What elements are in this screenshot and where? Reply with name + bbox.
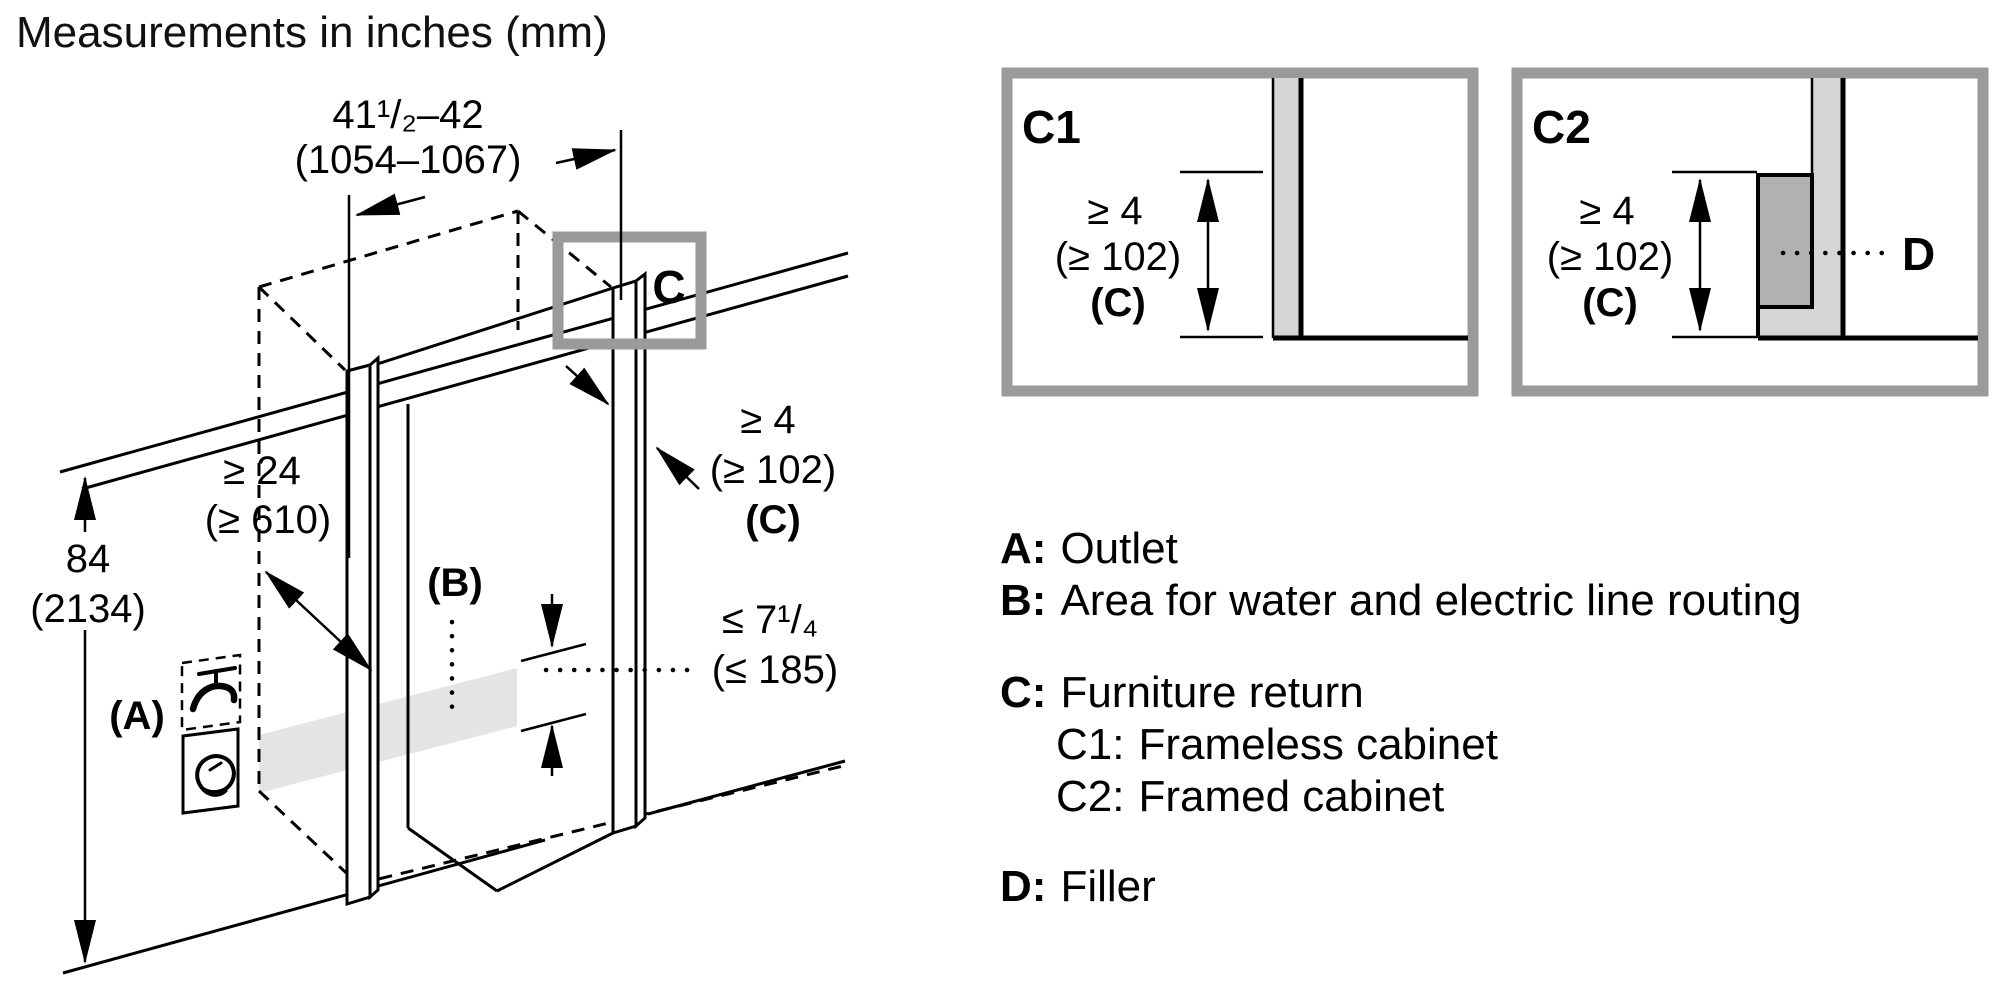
- dim-width-mm: (1054–1067): [295, 138, 522, 182]
- c1-dim-inches: ≥ 4: [1087, 189, 1142, 233]
- legend-key-c2: C2:: [1056, 772, 1125, 821]
- floor-line-right: [647, 759, 846, 816]
- dim-depth-mm: (≥ 610): [205, 498, 331, 542]
- c1-cabinet-panel: [1273, 78, 1301, 338]
- detail-callout-c: C: [552, 231, 707, 350]
- c2-cabinet-panel: [1812, 78, 1843, 338]
- legend-key-b: B:: [1000, 576, 1047, 625]
- dim-height-mm: (2134): [30, 587, 146, 631]
- routing-band: [259, 668, 517, 793]
- legend-key-c: C:: [1000, 668, 1047, 717]
- legend-item-d: D: Filler: [1000, 862, 1156, 912]
- wall-top-edge-front: [59, 251, 849, 474]
- legend-key-d: D:: [1000, 862, 1047, 911]
- dim-return-mm: (≥ 102): [710, 448, 836, 492]
- label-b: (B): [427, 561, 483, 605]
- legend-text-b: Area for water and electric line routing: [1060, 576, 1802, 625]
- c1-dim-ref: (C): [1090, 281, 1146, 325]
- dimension-width: 41¹/₂–42 (1054–1067): [295, 93, 623, 558]
- side-panels: [345, 270, 647, 907]
- legend-text-d: Filler: [1060, 862, 1156, 911]
- dashed-top-right-connector: [517, 209, 612, 289]
- niche-dashed-outline: [257, 209, 844, 886]
- c2-cabinet-foot: [1758, 307, 1843, 338]
- legend-text-c: Furniture return: [1060, 668, 1364, 717]
- faucet-icon: [180, 653, 242, 732]
- dimension-return: ≥ 4 (≥ 102) (C): [565, 365, 836, 542]
- niche-bottom-front-edge: [496, 831, 614, 893]
- legend-item-c1: C1: Frameless cabinet: [1056, 720, 1498, 770]
- legend-item-b: B: Area for water and electric line routi…: [1000, 576, 1801, 626]
- c2-filler: [1756, 173, 1814, 309]
- dashed-top-left-connector: [257, 285, 347, 372]
- label-a-area: (A): [109, 653, 242, 815]
- left-panel-front-face: [345, 363, 372, 907]
- detail-box-c2: C2 ≥ 4 (≥ 102) (C) D: [1511, 67, 1989, 397]
- detail-c2-label: C2: [1532, 101, 1591, 153]
- label-a: (A): [109, 694, 165, 738]
- c2-dim-mm: (≥ 102): [1547, 235, 1673, 279]
- floor-line-left: [62, 838, 546, 975]
- detail-callout-c-label: C: [652, 261, 685, 313]
- legend-item-c: C: Furniture return: [1000, 668, 1364, 718]
- outlet-icon: [181, 727, 240, 815]
- dim-height-inches: 84: [66, 537, 111, 581]
- wall-top-edge-back: [81, 274, 849, 491]
- legend-key-c1: C1:: [1056, 720, 1125, 769]
- dim-toekick-mm: (≤ 185): [712, 648, 838, 692]
- legend-item-c2: C2: Framed cabinet: [1056, 772, 1444, 822]
- c1-dim-mm: (≥ 102): [1055, 235, 1181, 279]
- legend-text-c2: Framed cabinet: [1138, 772, 1445, 821]
- dimension-toekick: ≤ 7¹/₄ (≤ 185): [520, 594, 838, 776]
- dim-width-inches: 41¹/₂–42: [332, 93, 483, 137]
- legend-key-a: A:: [1000, 524, 1047, 573]
- dimension-height: 84 (2134): [30, 476, 146, 964]
- wall-lines: [59, 251, 849, 975]
- label-b-area: (B): [427, 561, 483, 721]
- dim-toekick-inches: ≤ 7¹/₄: [722, 598, 818, 642]
- dimension-depth: ≥ 24 (≥ 610): [205, 449, 373, 672]
- page-title: Measurements in inches (mm): [16, 8, 608, 57]
- dim-depth-inches: ≥ 24: [223, 449, 301, 493]
- detail-box-c1: C1 ≥ 4 (≥ 102) (C): [1001, 67, 1479, 397]
- right-panel-side-face: [634, 270, 647, 830]
- dashed-top-back-edge: [258, 209, 519, 289]
- dim-return-inches: ≥ 4: [740, 398, 795, 442]
- niche-top-edge: [370, 286, 614, 368]
- c2-dim-ref: (C): [1582, 281, 1638, 325]
- left-panel-side-face: [368, 354, 380, 901]
- dim-return-ref: (C): [745, 498, 801, 542]
- detail-c1-label: C1: [1022, 101, 1081, 153]
- c2-filler-label: D: [1902, 228, 1935, 280]
- legend-text-c1: Frameless cabinet: [1138, 720, 1498, 769]
- legend-text-a: Outlet: [1060, 524, 1178, 573]
- dashed-bottom-front-edge: [357, 764, 844, 886]
- dashed-bottom-left-connector: [257, 789, 360, 886]
- legend-item-a: A: Outlet: [1000, 524, 1178, 574]
- right-panel-front-face: [611, 278, 638, 836]
- c2-dim-inches: ≥ 4: [1579, 189, 1634, 233]
